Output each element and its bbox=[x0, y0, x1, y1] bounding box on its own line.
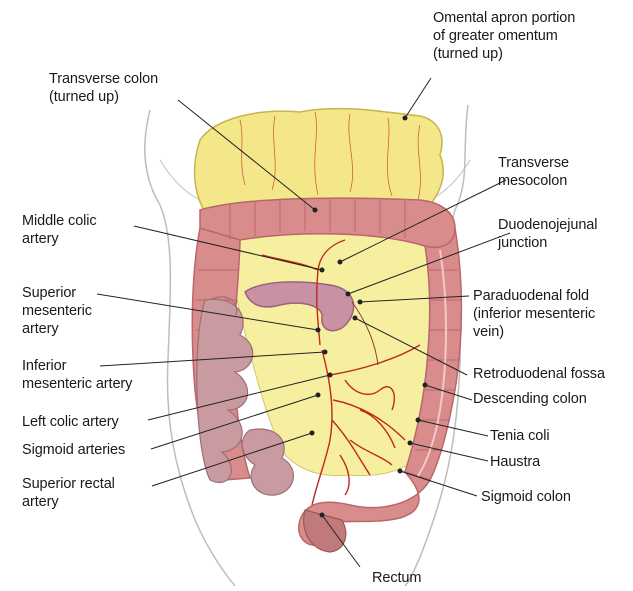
label-transverse-colon: Transverse colon(turned up) bbox=[49, 70, 158, 106]
greater-omentum bbox=[195, 109, 444, 212]
label-tenia-coli: Tenia coli bbox=[490, 427, 549, 445]
label-haustra: Haustra bbox=[490, 453, 540, 471]
label-retroduodenal-fossa: Retroduodenal fossa bbox=[473, 365, 605, 383]
label-rectum: Rectum bbox=[372, 569, 421, 587]
label-sigmoid-colon: Sigmoid colon bbox=[481, 488, 571, 506]
label-sigmoid-arteries: Sigmoid arteries bbox=[22, 441, 125, 459]
label-descending-colon: Descending colon bbox=[473, 390, 587, 408]
label-left-colic-artery: Left colic artery bbox=[22, 413, 119, 431]
